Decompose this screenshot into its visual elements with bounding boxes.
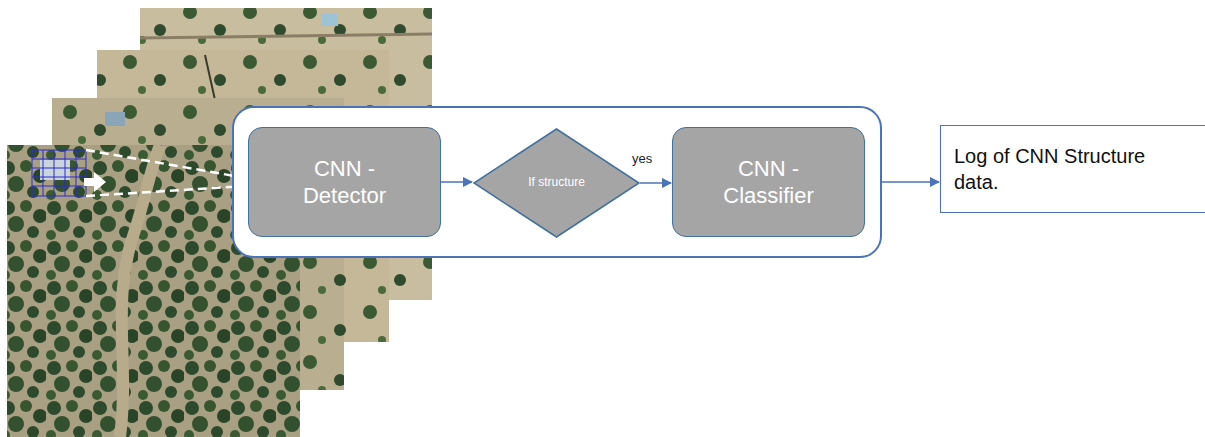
flow-arrow <box>441 181 472 183</box>
decision-diamond: If structure <box>473 128 640 238</box>
node-text: CNN - Classifier <box>706 155 831 210</box>
sliding-window-grid <box>32 150 86 196</box>
flow-arrow <box>882 181 939 183</box>
output-box: Log of CNN Structure data. <box>940 125 1205 213</box>
node-text: Log of CNN Structure data. <box>954 143 1169 195</box>
node-text: CNN - Detector <box>282 155 407 210</box>
flow-arrow <box>640 182 671 184</box>
process-box: CNN - Classifier <box>672 127 865 237</box>
node-text: If structure <box>528 175 585 191</box>
zoom-lines <box>86 150 246 196</box>
process-box: CNN - Detector <box>248 127 441 237</box>
edge-label: yes <box>630 151 654 167</box>
white-arrow <box>84 172 106 192</box>
pipeline-group: CNN - Detector If structure CNN - Classifi… <box>232 106 882 258</box>
